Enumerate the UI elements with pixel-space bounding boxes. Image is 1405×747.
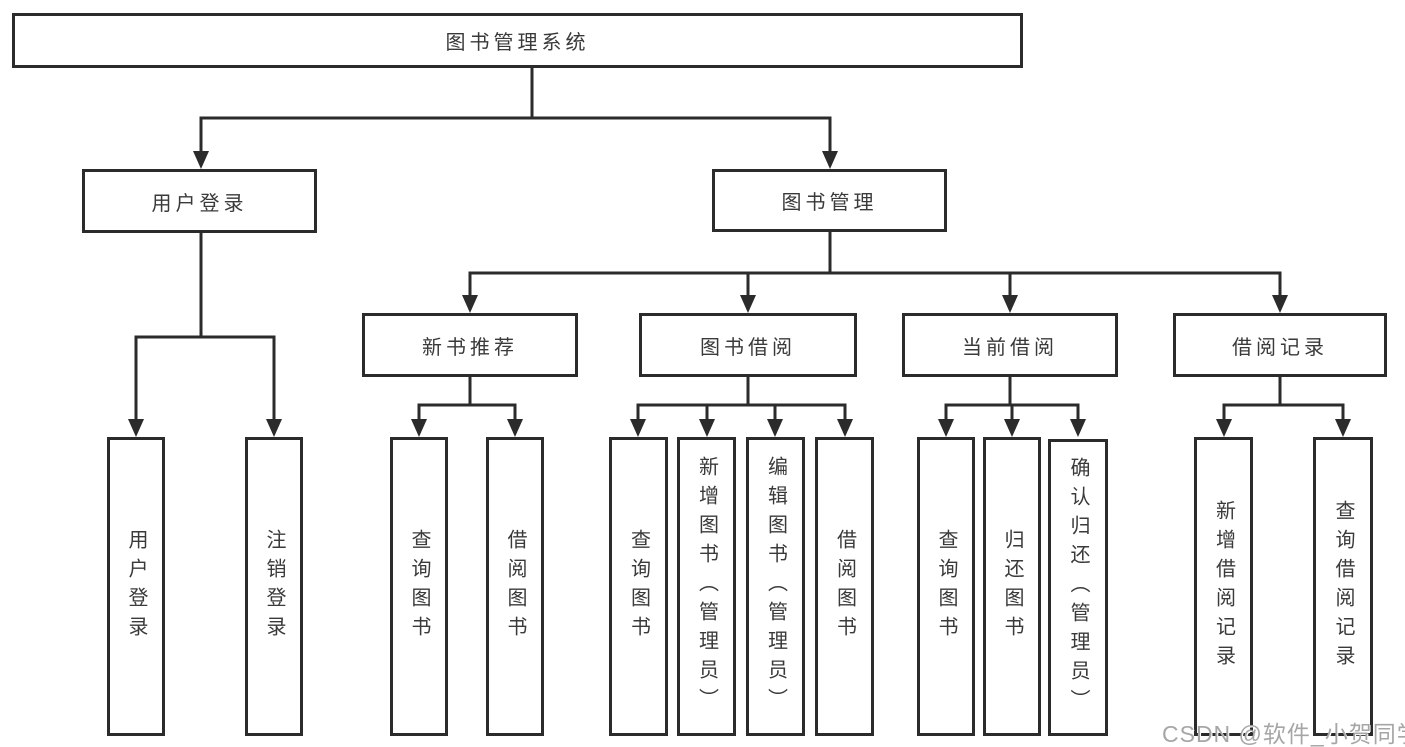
leaf-query-borrow-record: 查询借阅记录 <box>1313 437 1373 736</box>
leaf-user-login: 用户登录 <box>107 437 165 736</box>
csdn-watermark: CSDN @软件_小贺同学 <box>1162 721 1405 747</box>
leaf-edit-books-admin: 编辑图书（管理员） <box>746 437 805 736</box>
node-book-management: 图书管理 <box>712 169 947 232</box>
leaf-query-books-borrow: 查询图书 <box>609 437 668 736</box>
node-new-book-recommend: 新书推荐 <box>362 313 578 377</box>
node-user-login: 用户登录 <box>82 169 317 233</box>
arrowheads <box>128 151 1351 437</box>
node-library-management-system: 图书管理系统 <box>12 13 1023 68</box>
node-current-borrow: 当前借阅 <box>902 313 1118 377</box>
leaf-add-borrow-record: 新增借阅记录 <box>1194 437 1253 736</box>
leaf-logout: 注销登录 <box>245 437 303 736</box>
leaf-borrow-books-recommend: 借阅图书 <box>486 437 544 736</box>
leaf-borrow-books: 借阅图书 <box>815 437 874 736</box>
leaf-confirm-return-admin: 确认归还（管理员） <box>1048 439 1108 736</box>
leaf-query-books-recommend: 查询图书 <box>390 437 448 736</box>
leaf-query-books-current: 查询图书 <box>917 437 975 736</box>
node-borrow-record: 借阅记录 <box>1173 313 1387 377</box>
leaf-return-books: 归还图书 <box>983 437 1041 736</box>
leaf-add-books-admin: 新增图书（管理员） <box>677 437 736 736</box>
node-book-borrow: 图书借阅 <box>639 313 857 377</box>
